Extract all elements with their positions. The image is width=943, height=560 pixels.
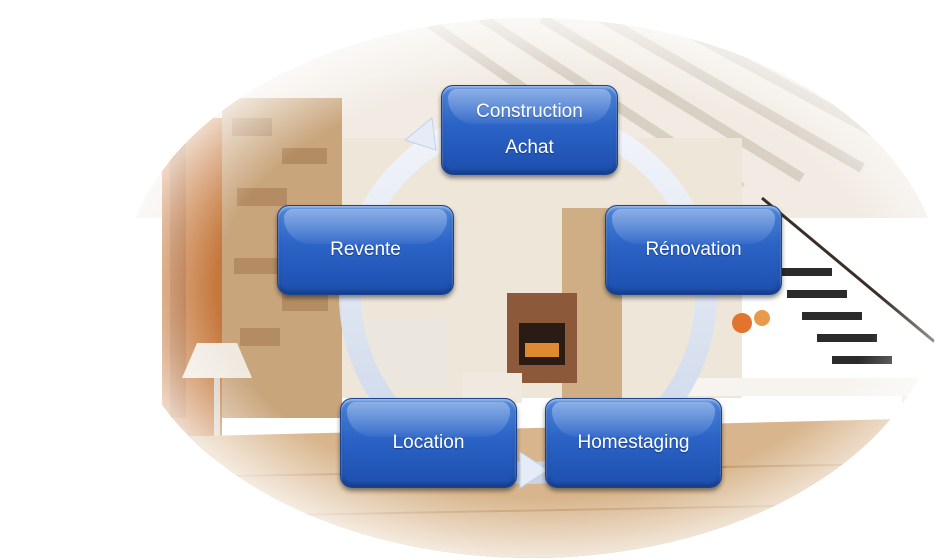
step-label: Revente [330, 239, 401, 260]
step-label: Construction Achat [476, 101, 583, 158]
step-homestaging[interactable]: Homestaging [545, 398, 722, 488]
step-label: Location [392, 432, 465, 453]
cycle-arrowhead [403, 117, 437, 151]
step-label: Rénovation [645, 239, 742, 260]
step-construction-achat[interactable]: Construction Achat [441, 85, 618, 175]
step-location[interactable]: Location [340, 398, 517, 488]
step-renovation[interactable]: Rénovation [605, 205, 782, 295]
step-revente[interactable]: Revente [277, 205, 454, 295]
cycle-arrowhead-bottom [519, 451, 549, 489]
step-label: Homestaging [577, 432, 690, 453]
